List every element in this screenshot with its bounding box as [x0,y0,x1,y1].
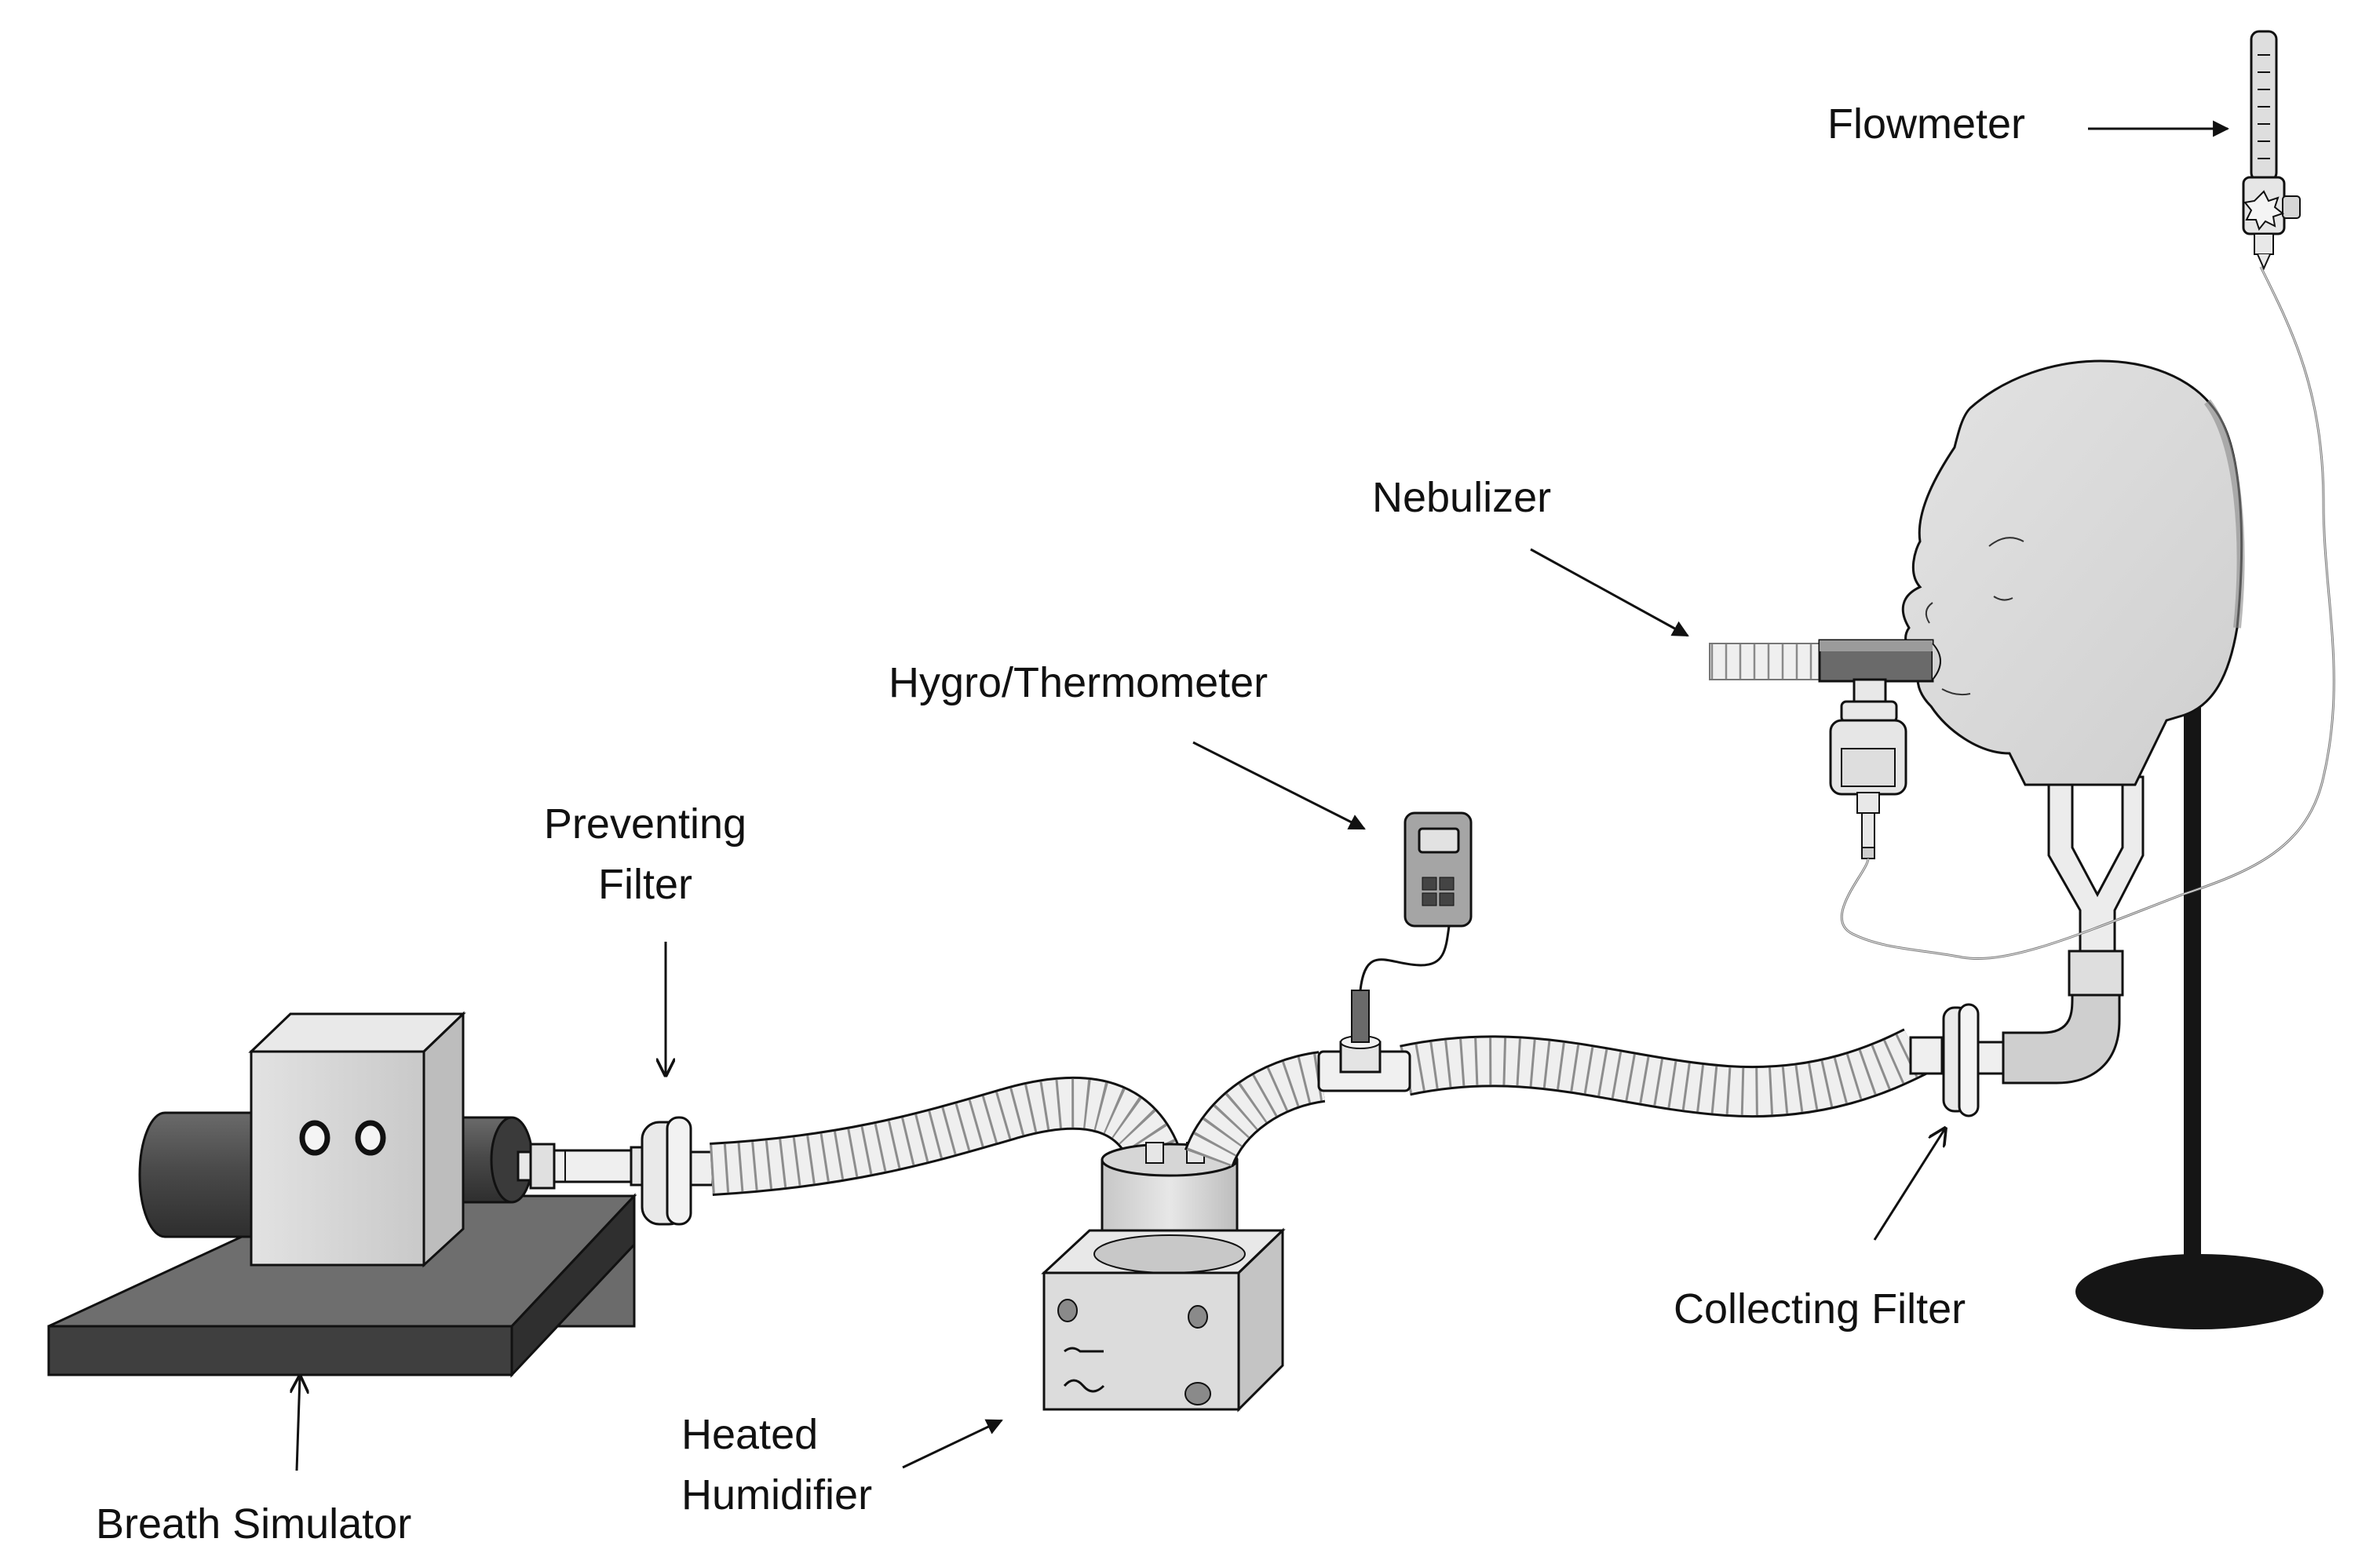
arrow-collecting-filter [1873,1128,1945,1241]
label-preventing-filter: Preventing Filter [531,794,760,914]
inspiratory-tubing-2 [1184,1051,1326,1168]
stand-pole [2184,691,2201,1303]
simulator-connector [553,1149,633,1183]
label-collecting-filter: Collecting Filter [1674,1279,1966,1340]
arrow-nebulizer [1530,548,1689,637]
simulator-box-side [422,1011,465,1268]
arrow-breath-simulator [297,1376,300,1471]
arrow-hygro-thermometer [1192,741,1366,830]
flowmeter [2242,30,2301,271]
label-nebulizer-text: Nebulizer [1372,474,1552,521]
thermometer-display [1418,827,1460,854]
inspiratory-tubing-1 [710,1076,1183,1196]
hygro-thermometer [1359,811,1473,991]
humidifier-knob-2 [1188,1305,1208,1329]
simulator-knob-1 [299,1120,330,1156]
thermometer-cable [1359,925,1451,991]
label-heated-humidifier: Heated Humidifier [681,1405,872,1525]
arrow-heated-humidifier [902,1419,1003,1469]
inspiratory-tubing-3 [1400,1028,1927,1117]
label-flowmeter-text: Flowmeter [1827,100,2026,148]
breath-simulator [47,1011,637,1378]
manikin-head [1901,359,2245,786]
nasal-prong-limbs [2047,775,2145,953]
t-piece-sensor-port [1317,990,1411,1092]
flowmeter-knob-icon [2243,190,2285,232]
humidifier-knob-1 [1057,1299,1078,1322]
label-flowmeter: Flowmeter [1827,94,2025,155]
preventing-filter [630,1116,714,1226]
nebulizer-reservoir-tube [1709,643,1820,680]
nebulizer [1709,639,1941,859]
label-heated-humidifier-line-2: Humidifier [681,1471,873,1518]
heated-humidifier [1041,1142,1286,1413]
label-heated-humidifier-line-1: Heated [681,1411,819,1458]
simulator-knob-2 [355,1120,386,1156]
simulator-platform-front [47,1325,513,1376]
collecting-filter [1909,1003,2006,1117]
label-preventing-filter-line-2: Filter [598,860,692,908]
thermometer-probe [1351,990,1370,1043]
y-piece-elbow [2002,775,2145,1085]
humidifier-knob-3 [1185,1382,1211,1405]
label-nebulizer: Nebulizer [1372,468,1551,528]
label-preventing-filter-line-1: Preventing [543,800,747,848]
label-collecting-filter-text: Collecting Filter [1674,1285,1966,1332]
head-stand [2075,691,2323,1329]
gas-supply-line [1840,266,2335,961]
label-breath-simulator: Breath Simulator [96,1494,411,1555]
humidifier-base-side [1237,1227,1284,1413]
simulator-cylinder-left [138,1111,254,1238]
pointer-arrows [297,120,2230,1471]
simulator-box-front [250,1050,425,1267]
simulator-platform-side [510,1193,636,1378]
label-hygro-thermometer-text: Hygro/Thermometer [889,659,1268,706]
label-breath-simulator-text: Breath Simulator [96,1500,412,1548]
label-hygro-thermometer: Hygro/Thermometer [889,653,1268,713]
